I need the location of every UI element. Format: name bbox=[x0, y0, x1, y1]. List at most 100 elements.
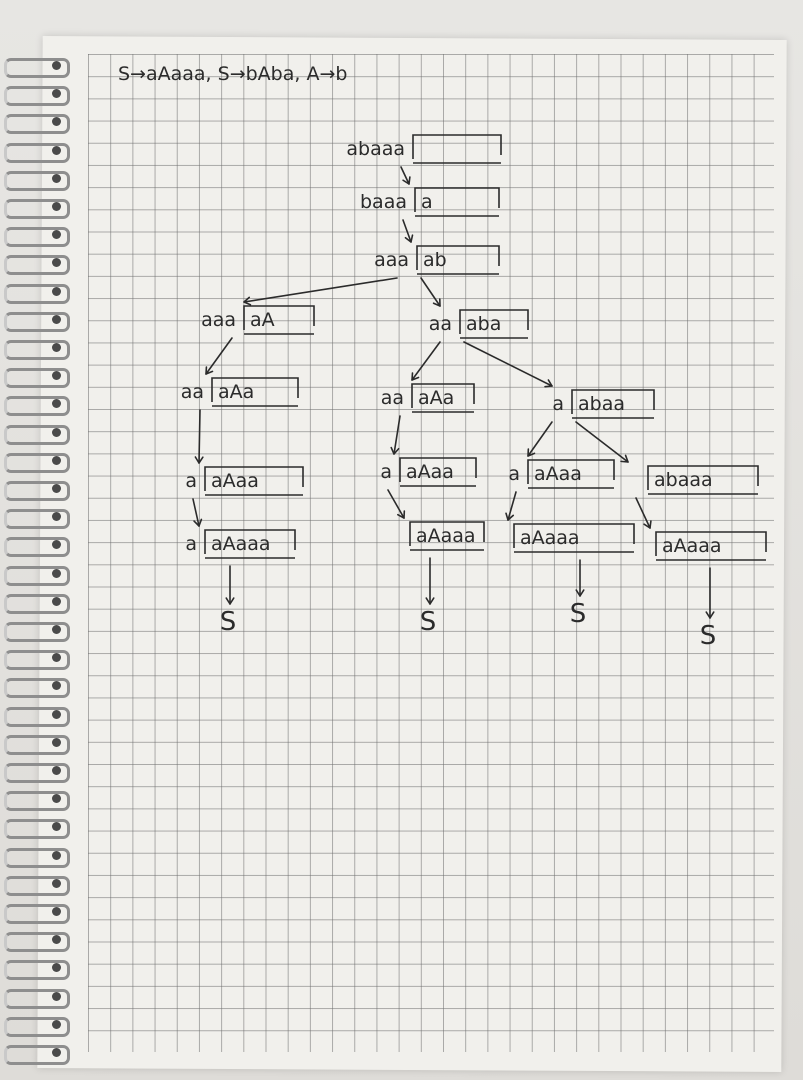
spiral-coil bbox=[4, 678, 70, 699]
transition-arrow bbox=[505, 491, 517, 521]
binding-hole bbox=[52, 512, 61, 522]
binding-hole bbox=[52, 625, 61, 634]
spiral-coil bbox=[4, 1016, 70, 1037]
binding-hole bbox=[52, 286, 61, 296]
spiral-coil bbox=[4, 58, 70, 78]
transition-arrow bbox=[402, 219, 414, 243]
stack-content: aAa bbox=[218, 381, 254, 403]
config-node: aAaaa bbox=[409, 521, 485, 551]
stack-frame bbox=[211, 377, 299, 407]
arrow-head bbox=[432, 298, 441, 307]
transition-arrow bbox=[205, 337, 233, 375]
transition-arrow bbox=[425, 557, 435, 605]
config-node: aAaaa bbox=[655, 531, 767, 561]
transition-arrow bbox=[463, 341, 553, 388]
stack-frame bbox=[647, 465, 759, 495]
arrow-head bbox=[402, 176, 411, 185]
binding-hole bbox=[52, 737, 61, 747]
arrow-head bbox=[397, 510, 406, 519]
input-string: a bbox=[380, 461, 392, 483]
spiral-binding bbox=[0, 50, 70, 1070]
binding-hole bbox=[52, 484, 61, 493]
transition-arrow bbox=[192, 498, 203, 527]
arrow-shaft bbox=[420, 277, 441, 307]
input-string: aaa bbox=[374, 249, 409, 271]
arrow-shaft bbox=[393, 415, 401, 455]
binding-hole bbox=[52, 455, 61, 465]
spiral-coil bbox=[4, 142, 70, 163]
arrow-head bbox=[643, 520, 652, 529]
binding-hole bbox=[52, 117, 61, 127]
transition-arrow bbox=[705, 567, 715, 619]
input-string: aa bbox=[181, 381, 204, 403]
stack-frame bbox=[513, 523, 635, 553]
stack-frame bbox=[399, 457, 477, 487]
transition-arrow bbox=[420, 277, 441, 307]
spiral-coil bbox=[4, 537, 70, 558]
stack-content: abaa bbox=[578, 393, 625, 415]
spiral-coil bbox=[4, 819, 70, 840]
transition-arrow bbox=[243, 277, 398, 306]
config-node: abaaa bbox=[647, 465, 759, 495]
arrow-shaft bbox=[400, 166, 410, 185]
stack-frame bbox=[527, 459, 615, 489]
transition-arrow bbox=[400, 166, 411, 185]
edges bbox=[192, 166, 715, 619]
config-node: abaaa bbox=[346, 134, 502, 164]
binding-hole bbox=[52, 61, 61, 70]
spiral-coil bbox=[4, 904, 70, 924]
arrow-shaft bbox=[192, 498, 200, 527]
transition-arrow bbox=[575, 559, 585, 597]
stack-content: aAaa bbox=[211, 470, 259, 492]
stack-content: a bbox=[421, 191, 433, 213]
binding-hole bbox=[52, 399, 61, 409]
binding-hole bbox=[52, 314, 61, 324]
spiral-coil bbox=[4, 340, 70, 360]
transition-arrow bbox=[194, 409, 204, 464]
stack-content: ab bbox=[423, 249, 447, 271]
transition-arrow bbox=[225, 565, 235, 605]
spiral-coil bbox=[4, 791, 70, 812]
input-string: a bbox=[185, 533, 197, 555]
spiral-coil bbox=[4, 227, 70, 248]
input-string: abaaa bbox=[346, 138, 405, 160]
spiral-coil bbox=[4, 199, 70, 219]
binding-hole bbox=[52, 596, 61, 606]
input-string: a bbox=[552, 393, 564, 415]
stack-frame bbox=[204, 529, 296, 559]
spiral-coil bbox=[4, 368, 70, 389]
arrow-head bbox=[194, 456, 204, 464]
spiral-coil bbox=[4, 452, 70, 473]
arrow-shaft bbox=[527, 421, 553, 457]
binding-hole bbox=[52, 258, 61, 268]
spiral-coil bbox=[4, 1045, 70, 1065]
stack-content: aAaaa bbox=[662, 535, 722, 557]
stack-frame bbox=[243, 305, 315, 335]
arrow-shaft bbox=[243, 277, 398, 303]
transition-arrow bbox=[527, 421, 553, 457]
spiral-coil bbox=[4, 875, 70, 896]
binding-hole bbox=[52, 681, 61, 691]
binding-hole bbox=[52, 1019, 61, 1029]
stack-frame bbox=[411, 383, 475, 413]
spiral-coil bbox=[4, 255, 70, 276]
binding-hole bbox=[52, 766, 61, 775]
binding-hole bbox=[52, 709, 61, 719]
binding-hole bbox=[52, 1048, 61, 1057]
binding-hole bbox=[52, 173, 61, 183]
stack-content: aAaaa bbox=[520, 527, 580, 549]
arrow-head bbox=[404, 234, 414, 243]
arrow-shaft bbox=[387, 489, 405, 519]
binding-hole bbox=[52, 427, 61, 437]
input-string: a bbox=[508, 463, 520, 485]
arrow-shaft bbox=[402, 219, 412, 243]
binding-hole bbox=[52, 89, 61, 99]
spiral-coil bbox=[4, 960, 70, 981]
binding-hole bbox=[52, 935, 61, 945]
